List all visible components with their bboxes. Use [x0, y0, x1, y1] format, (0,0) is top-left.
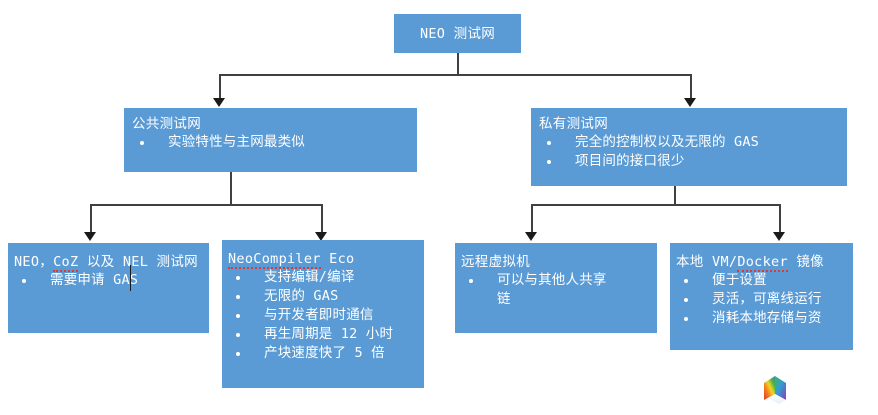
rainbow-prism-logo — [762, 374, 792, 406]
node-remote-vm-bullets: 可以与其他人共享 链 — [461, 271, 653, 309]
title-suffix: Eco — [320, 251, 355, 267]
node-neo-coz-nel-testnet[interactable]: NEO，CoZ 以及 NEL 测试网 需要申请 GAS — [8, 243, 209, 333]
list-item: 灵活，可离线运行 — [676, 290, 853, 309]
node-root[interactable]: NEO 测试网 — [394, 14, 521, 53]
bullet-dot-icon — [236, 276, 240, 280]
list-item: 链 — [497, 291, 511, 307]
rainbow-prism-icon — [764, 376, 786, 404]
node-neo-coz-nel-testnet-bullets: 需要申请 GAS — [14, 271, 205, 290]
connector-private-stem — [674, 186, 676, 205]
list-item: 无限的 GAS — [228, 287, 420, 306]
list-item: 需要申请 GAS — [14, 271, 205, 290]
bullet-dot-icon — [236, 352, 240, 356]
arrowhead-private — [684, 98, 696, 107]
node-local-vm-docker-image-title: 本地 VM/Docker 镜像 — [676, 253, 853, 272]
connector-root-stem — [457, 53, 459, 75]
node-remote-vm-title: 远程虚拟机 — [461, 254, 530, 270]
bullet-dot-icon — [547, 141, 551, 145]
arrowhead-local-vm — [773, 232, 785, 241]
connector-public-stem — [230, 172, 232, 205]
bullet-dot-icon — [22, 279, 26, 283]
connector-root-to-private — [690, 74, 692, 100]
bullet-dot-icon — [469, 279, 473, 283]
title-suffix: 镜像 — [787, 254, 824, 270]
misspelled-word: CoZ — [53, 254, 79, 272]
connector-private-bus — [531, 204, 780, 206]
bullet-dot-icon — [236, 333, 240, 337]
node-neo-coz-nel-testnet-title: NEO，CoZ 以及 NEL 测试网 — [14, 253, 205, 272]
connector-root-bus — [219, 74, 691, 76]
title-prefix: 本地 VM/ — [676, 254, 738, 270]
node-private-testnet-title: 私有测试网 — [539, 116, 608, 132]
arrowhead-remote-vm — [525, 232, 537, 241]
node-neocompiler-eco-title: NeoCompiler Eco — [228, 250, 420, 269]
arrowhead-neo-coz-nel — [84, 232, 96, 241]
node-public-testnet[interactable]: 公共测试网 实验特性与主网最类似 — [124, 108, 417, 172]
node-local-vm-docker-image-bullets: 便于设置 灵活，可离线运行 消耗本地存储与资 — [676, 271, 853, 328]
title-suffix: 以及 NEL 测试网 — [78, 254, 198, 270]
connector-private-to-local-vm — [779, 204, 781, 234]
bullet-dot-icon — [140, 141, 144, 145]
node-local-vm-docker-image[interactable]: 本地 VM/Docker 镜像 便于设置 灵活，可离线运行 消耗本地存储与资 — [670, 243, 853, 350]
connector-public-to-neo-coz-nel — [90, 204, 92, 234]
node-public-testnet-bullets: 实验特性与主网最类似 — [132, 133, 411, 152]
bullet-dot-icon — [684, 317, 688, 321]
misspelled-word: NeoCompiler — [228, 251, 321, 269]
node-public-testnet-title: 公共测试网 — [132, 116, 201, 132]
bullet-dot-icon — [236, 295, 240, 299]
node-neocompiler-eco-bullets: 支持编辑/编译 无限的 GAS 与开发者即时通信 再生周期是 12 小时 产块速… — [228, 268, 420, 363]
arrowhead-neocompiler — [315, 232, 327, 241]
bullet-dot-icon — [684, 279, 688, 283]
node-neocompiler-eco[interactable]: NeoCompiler Eco 支持编辑/编译 无限的 GAS 与开发者即时通信… — [222, 240, 424, 388]
node-private-testnet[interactable]: 私有测试网 完全的控制权以及无限的 GAS 项目间的接口很少 — [531, 108, 847, 186]
list-item: 消耗本地存储与资 — [676, 309, 853, 328]
list-item: 与开发者即时通信 — [228, 306, 420, 325]
title-prefix: NEO， — [14, 254, 54, 270]
list-item: 产块速度快了 5 倍 — [228, 344, 420, 363]
bullet-dot-icon — [547, 160, 551, 164]
bullet-dot-icon — [236, 314, 240, 318]
connector-root-to-public — [219, 74, 221, 100]
connector-public-bus — [90, 204, 322, 206]
list-item: 项目间的接口很少 — [539, 152, 841, 171]
node-private-testnet-bullets: 完全的控制权以及无限的 GAS 项目间的接口很少 — [539, 133, 841, 171]
list-item: 再生周期是 12 小时 — [228, 325, 420, 344]
list-item: 可以与其他人共享 — [461, 271, 653, 290]
bullet-dot-icon — [684, 298, 688, 302]
list-item: 便于设置 — [676, 271, 853, 290]
text-cursor — [130, 265, 131, 291]
list-item: 实验特性与主网最类似 — [132, 133, 411, 152]
connector-public-to-neocompiler — [321, 204, 323, 234]
connector-private-to-remote-vm — [531, 204, 533, 234]
arrowhead-public — [213, 98, 225, 107]
list-item: 完全的控制权以及无限的 GAS — [539, 133, 841, 152]
list-item: 支持编辑/编译 — [228, 268, 420, 287]
node-root-title: NEO 测试网 — [419, 25, 496, 42]
misspelled-word: Docker — [737, 254, 788, 272]
node-remote-vm[interactable]: 远程虚拟机 可以与其他人共享 链 — [455, 243, 657, 333]
